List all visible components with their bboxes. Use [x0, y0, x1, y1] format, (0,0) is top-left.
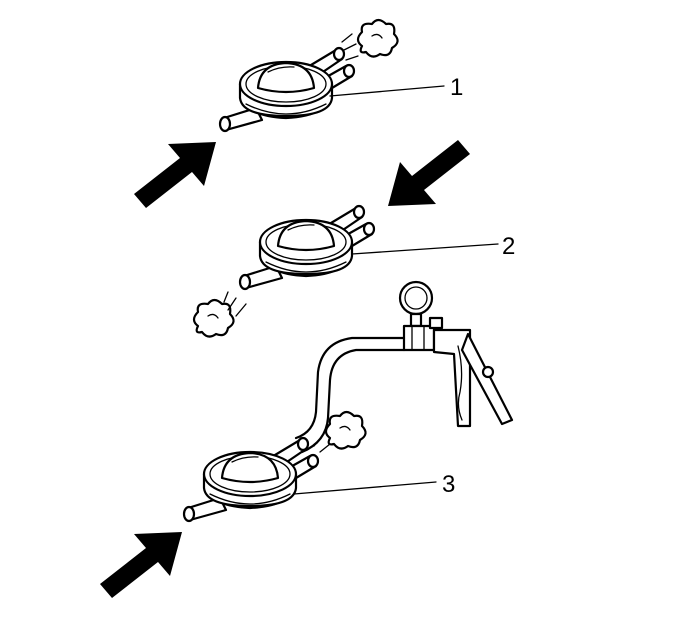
inlet-arrow-1 [134, 142, 216, 208]
air-flow-lines-2 [223, 291, 247, 317]
inlet-arrow-3 [100, 532, 182, 598]
callout-number-2: 2 [502, 233, 515, 260]
valve-2-group: 2 [192, 140, 515, 338]
air-puff-1 [356, 18, 399, 58]
valve-1 [218, 46, 356, 133]
valve-1-group: 1 [134, 18, 463, 208]
pump-handle [460, 332, 514, 426]
valve-3-group: 3 [100, 410, 455, 598]
callout-leader-2 [351, 243, 499, 255]
valve-2 [238, 204, 376, 291]
callout-number-3: 3 [442, 471, 455, 498]
callout-leader-3 [293, 481, 437, 495]
air-flow-lines-1 [341, 33, 359, 61]
air-puff-2 [192, 298, 235, 338]
air-flow-lines-3 [313, 435, 331, 453]
pump-body [432, 328, 472, 428]
callout-number-1: 1 [450, 74, 463, 101]
vacuum-pump [398, 280, 514, 428]
valve-3 [182, 436, 320, 523]
vacuum-hose [294, 336, 406, 440]
callout-leader-1 [329, 85, 445, 97]
air-puff-3 [324, 410, 367, 450]
inlet-arrow-2 [388, 140, 470, 206]
